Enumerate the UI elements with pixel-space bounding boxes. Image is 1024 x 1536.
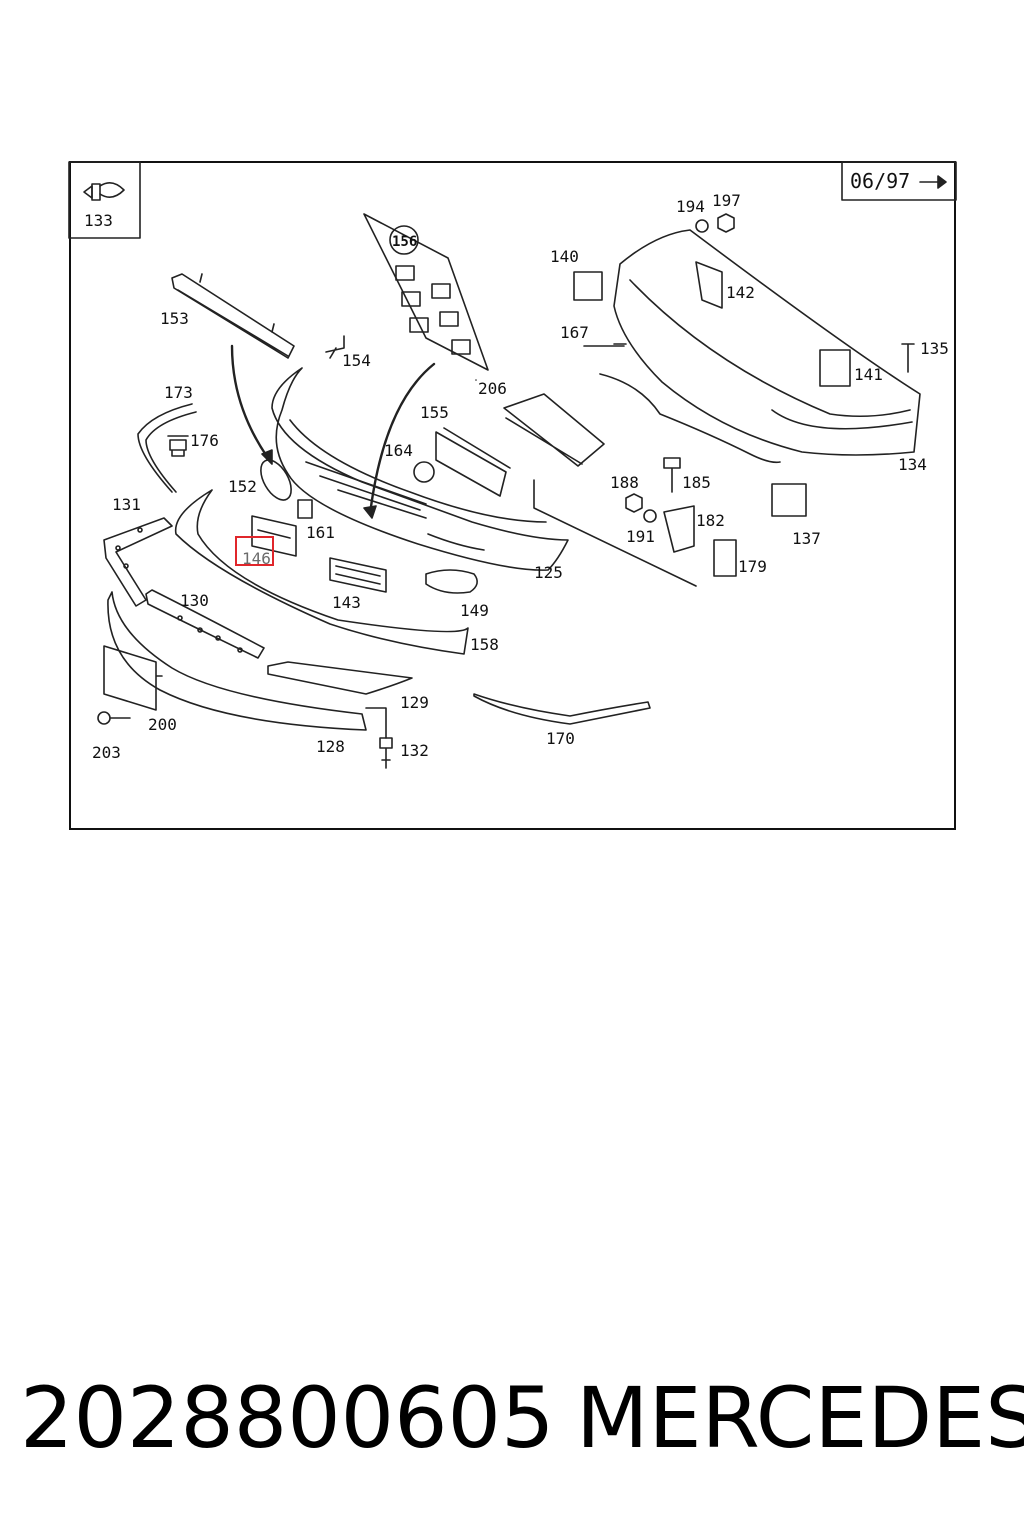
- parts-diagram: 133 06/97 153 154 173 176 131 152 161 14…: [68, 161, 957, 769]
- part-label-128: 128: [316, 737, 345, 756]
- part-label-137: 137: [792, 529, 821, 548]
- part-label-167: 167: [560, 323, 589, 342]
- part-label-131: 131: [112, 495, 141, 514]
- part-158-shape: [174, 489, 469, 655]
- date-box: [841, 161, 957, 201]
- part-167-shape: [583, 343, 781, 464]
- part-label-141: 141: [854, 365, 883, 384]
- part-131-shape: [103, 517, 173, 607]
- inset-label-133: 133: [84, 211, 113, 230]
- caption: 2028800605 MERCEDES: [20, 1368, 1024, 1468]
- part-191-shape: [643, 509, 657, 523]
- part-185-shape: [663, 457, 681, 493]
- part-label-200: 200: [148, 715, 177, 734]
- brand-name: MERCEDES: [576, 1369, 1024, 1467]
- part-label-164: 164: [384, 441, 413, 460]
- part-label-173: 173: [164, 383, 193, 402]
- part-label-149: 149: [460, 601, 489, 620]
- arrow-right-icon: [919, 175, 947, 189]
- part-128-shape: [107, 591, 367, 731]
- part-137-shape: [771, 483, 807, 517]
- part-number: 2028800605: [20, 1369, 555, 1467]
- part-label-179: 179: [738, 557, 767, 576]
- part-label-176: 176: [190, 431, 219, 450]
- part-161-shape: [297, 499, 313, 519]
- part-label-154: 154: [342, 351, 371, 370]
- part-156-shape: [363, 213, 489, 371]
- part-143-shape: [329, 557, 387, 593]
- part-label-129: 129: [400, 693, 429, 712]
- part-179-shape: [713, 539, 737, 577]
- part-label-125: 125: [534, 563, 563, 582]
- push-rivet-icon: [83, 182, 125, 201]
- part-label-156: 156: [392, 234, 417, 250]
- part-153-shape: [171, 273, 295, 359]
- part-label-206: 206: [478, 379, 507, 398]
- part-155-shape: [435, 427, 511, 497]
- part-203-shape: [97, 711, 131, 725]
- part-label-161: 161: [306, 523, 335, 542]
- part-154-shape: [325, 335, 345, 359]
- part-135-shape: [901, 343, 915, 373]
- part-label-146: 146: [242, 549, 271, 568]
- part-140-shape: [573, 271, 603, 301]
- part-197-shape: [717, 213, 735, 233]
- part-141-shape: [819, 349, 851, 387]
- diagram-frame: [69, 161, 956, 830]
- part-188-shape: [625, 493, 643, 513]
- part-label-142: 142: [726, 283, 755, 302]
- part-182-shape: [663, 505, 695, 553]
- part-170-shape: [473, 693, 651, 725]
- part-label-185: 185: [682, 473, 711, 492]
- part-label-143: 143: [332, 593, 361, 612]
- part-label-135: 135: [920, 339, 949, 358]
- part-129-shape: [267, 661, 413, 695]
- part-label-132: 132: [400, 741, 429, 760]
- part-label-155: 155: [420, 403, 449, 422]
- part-176-shape: [167, 435, 189, 457]
- part-label-134: 134: [898, 455, 927, 474]
- part-label-152: 152: [228, 477, 257, 496]
- part-label-191: 191: [626, 527, 655, 546]
- part-label-182: 182: [696, 511, 725, 530]
- part-142-shape: [695, 261, 723, 309]
- inset-box-133: [68, 161, 141, 239]
- part-label-153: 153: [160, 309, 189, 328]
- date-text: 06/97: [850, 169, 910, 193]
- part-152-shape: [260, 459, 292, 501]
- part-label-140: 140: [550, 247, 579, 266]
- star-emblem-icon: [413, 461, 435, 483]
- highlight-box-146: [235, 536, 274, 566]
- part-173-shape: [137, 403, 197, 493]
- part-200-shape: [103, 645, 163, 711]
- part-label-130: 130: [180, 591, 209, 610]
- part-149-shape: [425, 569, 478, 594]
- part-125-shape: [271, 367, 569, 571]
- part-label-188: 188: [610, 473, 639, 492]
- part-label-203: 203: [92, 743, 121, 762]
- part-label-194: 194: [676, 197, 705, 216]
- part-134-shape: [613, 229, 921, 456]
- part-label-170: 170: [546, 729, 575, 748]
- part-206-shape: [503, 393, 605, 467]
- part-194-shape: [695, 219, 709, 233]
- part-132-shape: [379, 737, 393, 769]
- part-label-197: 197: [712, 191, 741, 210]
- part-label-158: 158: [470, 635, 499, 654]
- part-130-shape: [145, 589, 265, 659]
